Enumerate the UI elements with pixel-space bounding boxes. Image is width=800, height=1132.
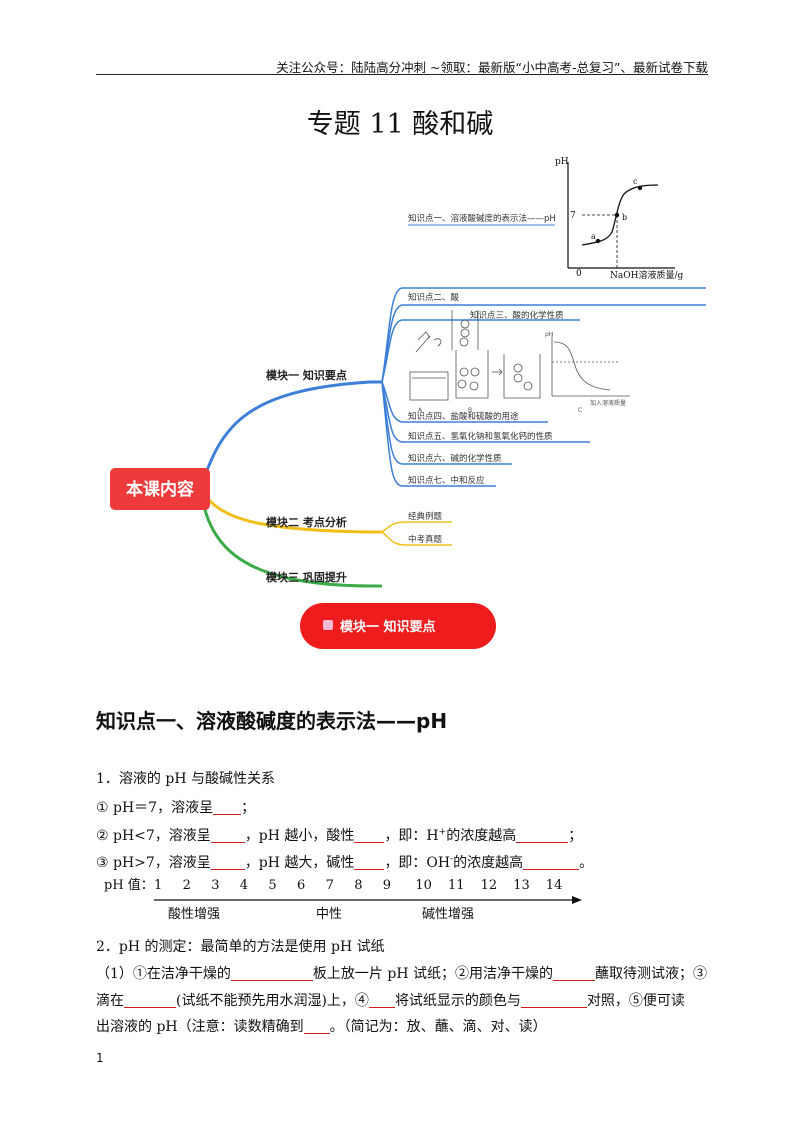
ph-scale-number: 3 — [211, 878, 219, 893]
text-line-1: 1．溶液的 pH 与酸碱性关系 — [96, 771, 275, 787]
svg-text:加入溶液质量: 加入溶液质量 — [590, 399, 626, 407]
text-line-2: ① pH＝7，溶液呈； — [96, 800, 256, 816]
text-line-6: （1）①在洁净干燥的板上放一片 pH 试纸；②用洁净干燥的蘸取待测试液；③ — [96, 966, 707, 982]
ph-scale-number: 12 — [481, 878, 498, 893]
header-divider — [96, 74, 708, 75]
sub2a-label: 经典例题 — [408, 511, 443, 522]
ph-scale-number: 7 — [326, 878, 334, 893]
ph-titration-graph: pH 0 NaOH溶液质量/g 7 a b c — [555, 157, 684, 281]
kp5-label: 知识点五、氢氧化钠和氢氧化钙的性质 — [408, 431, 553, 442]
section-heading: 知识点一、溶液酸碱度的表示法——pH — [96, 709, 448, 733]
svg-text:a: a — [591, 232, 596, 241]
ph-scale-number: 9 — [383, 878, 391, 893]
ph-scale-number: 6 — [297, 878, 305, 893]
branch2-label: 模块二 考点分析 — [266, 515, 347, 529]
module-banner — [300, 603, 496, 649]
acid-property-illustration — [409, 310, 630, 401]
ph-scale-number: 1 — [154, 878, 162, 893]
answer-blank[interactable] — [368, 993, 395, 1008]
answer-blank[interactable] — [210, 828, 245, 843]
svg-text:A: A — [418, 407, 423, 414]
svg-text:C: C — [578, 407, 582, 414]
mindmap: 本课内容 模块一 知识要点 模块二 考点分析 模块三 巩固提升 知识点一、溶液酸… — [110, 157, 706, 649]
answer-blank[interactable] — [354, 828, 385, 843]
branch1-line — [198, 380, 382, 491]
center-node — [110, 468, 210, 510]
ph-scale-number: 14 — [546, 878, 563, 893]
svg-text:7: 7 — [570, 211, 576, 221]
svg-text:pH: pH — [555, 157, 569, 167]
center-label: 本课内容 — [126, 479, 194, 500]
branch3-label: 模块三 巩固提升 — [266, 570, 347, 584]
svg-text:pH 值：: pH 值： — [104, 877, 154, 893]
svg-text:b: b — [622, 213, 627, 222]
answer-blank[interactable] — [553, 966, 595, 981]
svg-text:pH: pH — [545, 331, 553, 338]
page-title: 专题 11 酸和碱 — [306, 109, 494, 140]
kp4-label: 知识点四、盐酸和硫酸的用途 — [408, 411, 519, 422]
ph-scale-number: 2 — [183, 878, 191, 893]
banner-label: 模块一 知识要点 — [340, 619, 436, 635]
svg-text:B: B — [468, 407, 472, 414]
kp7-label: 知识点七、中和反应 — [408, 475, 485, 486]
kp1-label: 知识点一、溶液酸碱度的表示法——pH — [408, 213, 556, 224]
neutral-label: 中性 — [316, 907, 342, 922]
text-line-5: 2．pH 的测定：最简单的方法是使用 pH 试纸 — [96, 939, 385, 955]
kp2-label: 知识点二、酸 — [408, 292, 460, 303]
svg-text:NaOH溶液质量/g: NaOH溶液质量/g — [610, 269, 684, 281]
answer-blank[interactable] — [523, 855, 580, 870]
svg-text:0: 0 — [576, 269, 582, 279]
branch1-label: 模块一 知识要点 — [266, 368, 347, 382]
ph-scale-number: 13 — [513, 878, 530, 893]
svg-text:c: c — [633, 177, 638, 186]
answer-blank[interactable] — [516, 828, 569, 843]
answer-blank[interactable] — [213, 800, 242, 815]
answer-blank[interactable] — [210, 855, 245, 870]
answer-blank[interactable] — [124, 993, 176, 1008]
answer-blank[interactable] — [520, 993, 587, 1008]
answer-blank[interactable] — [303, 1019, 330, 1034]
page-number: 1 — [96, 1051, 104, 1065]
ph-scale-number: 11 — [448, 878, 465, 893]
ph-scale-number: 4 — [240, 878, 248, 893]
page-header: 关注公众号：陆陆高分冲刺 ~领取：最新版“小中高考-总复习”、最新试卷下载 — [276, 60, 708, 75]
text-line-4: ③ pH>7，溶液呈，pH 越大，碱性，即：OH-的浓度越高。 — [96, 854, 594, 871]
ph-scale-number: 5 — [268, 878, 276, 893]
ph-scale-number: 8 — [354, 878, 362, 893]
text-line-8: 出溶液的 pH（注意：读数精确到。（简记为：放、蘸、滴、对、读） — [96, 1019, 547, 1035]
answer-blank[interactable] — [230, 966, 313, 981]
acid-label: 酸性增强 — [168, 907, 220, 922]
text-line-3: ② pH<7，溶液呈，pH 越小，酸性，即：H+的浓度越高； — [96, 827, 583, 844]
ph-scale-number: 10 — [415, 878, 432, 893]
sub2b-label: 中考真题 — [408, 534, 443, 545]
kp3-label: 知识点三、酸的化学性质 — [470, 310, 564, 321]
kp6-label: 知识点六、碱的化学性质 — [408, 453, 502, 464]
banner-icon — [323, 620, 333, 630]
base-label: 碱性增强 — [422, 907, 474, 922]
answer-blank[interactable] — [354, 855, 385, 870]
